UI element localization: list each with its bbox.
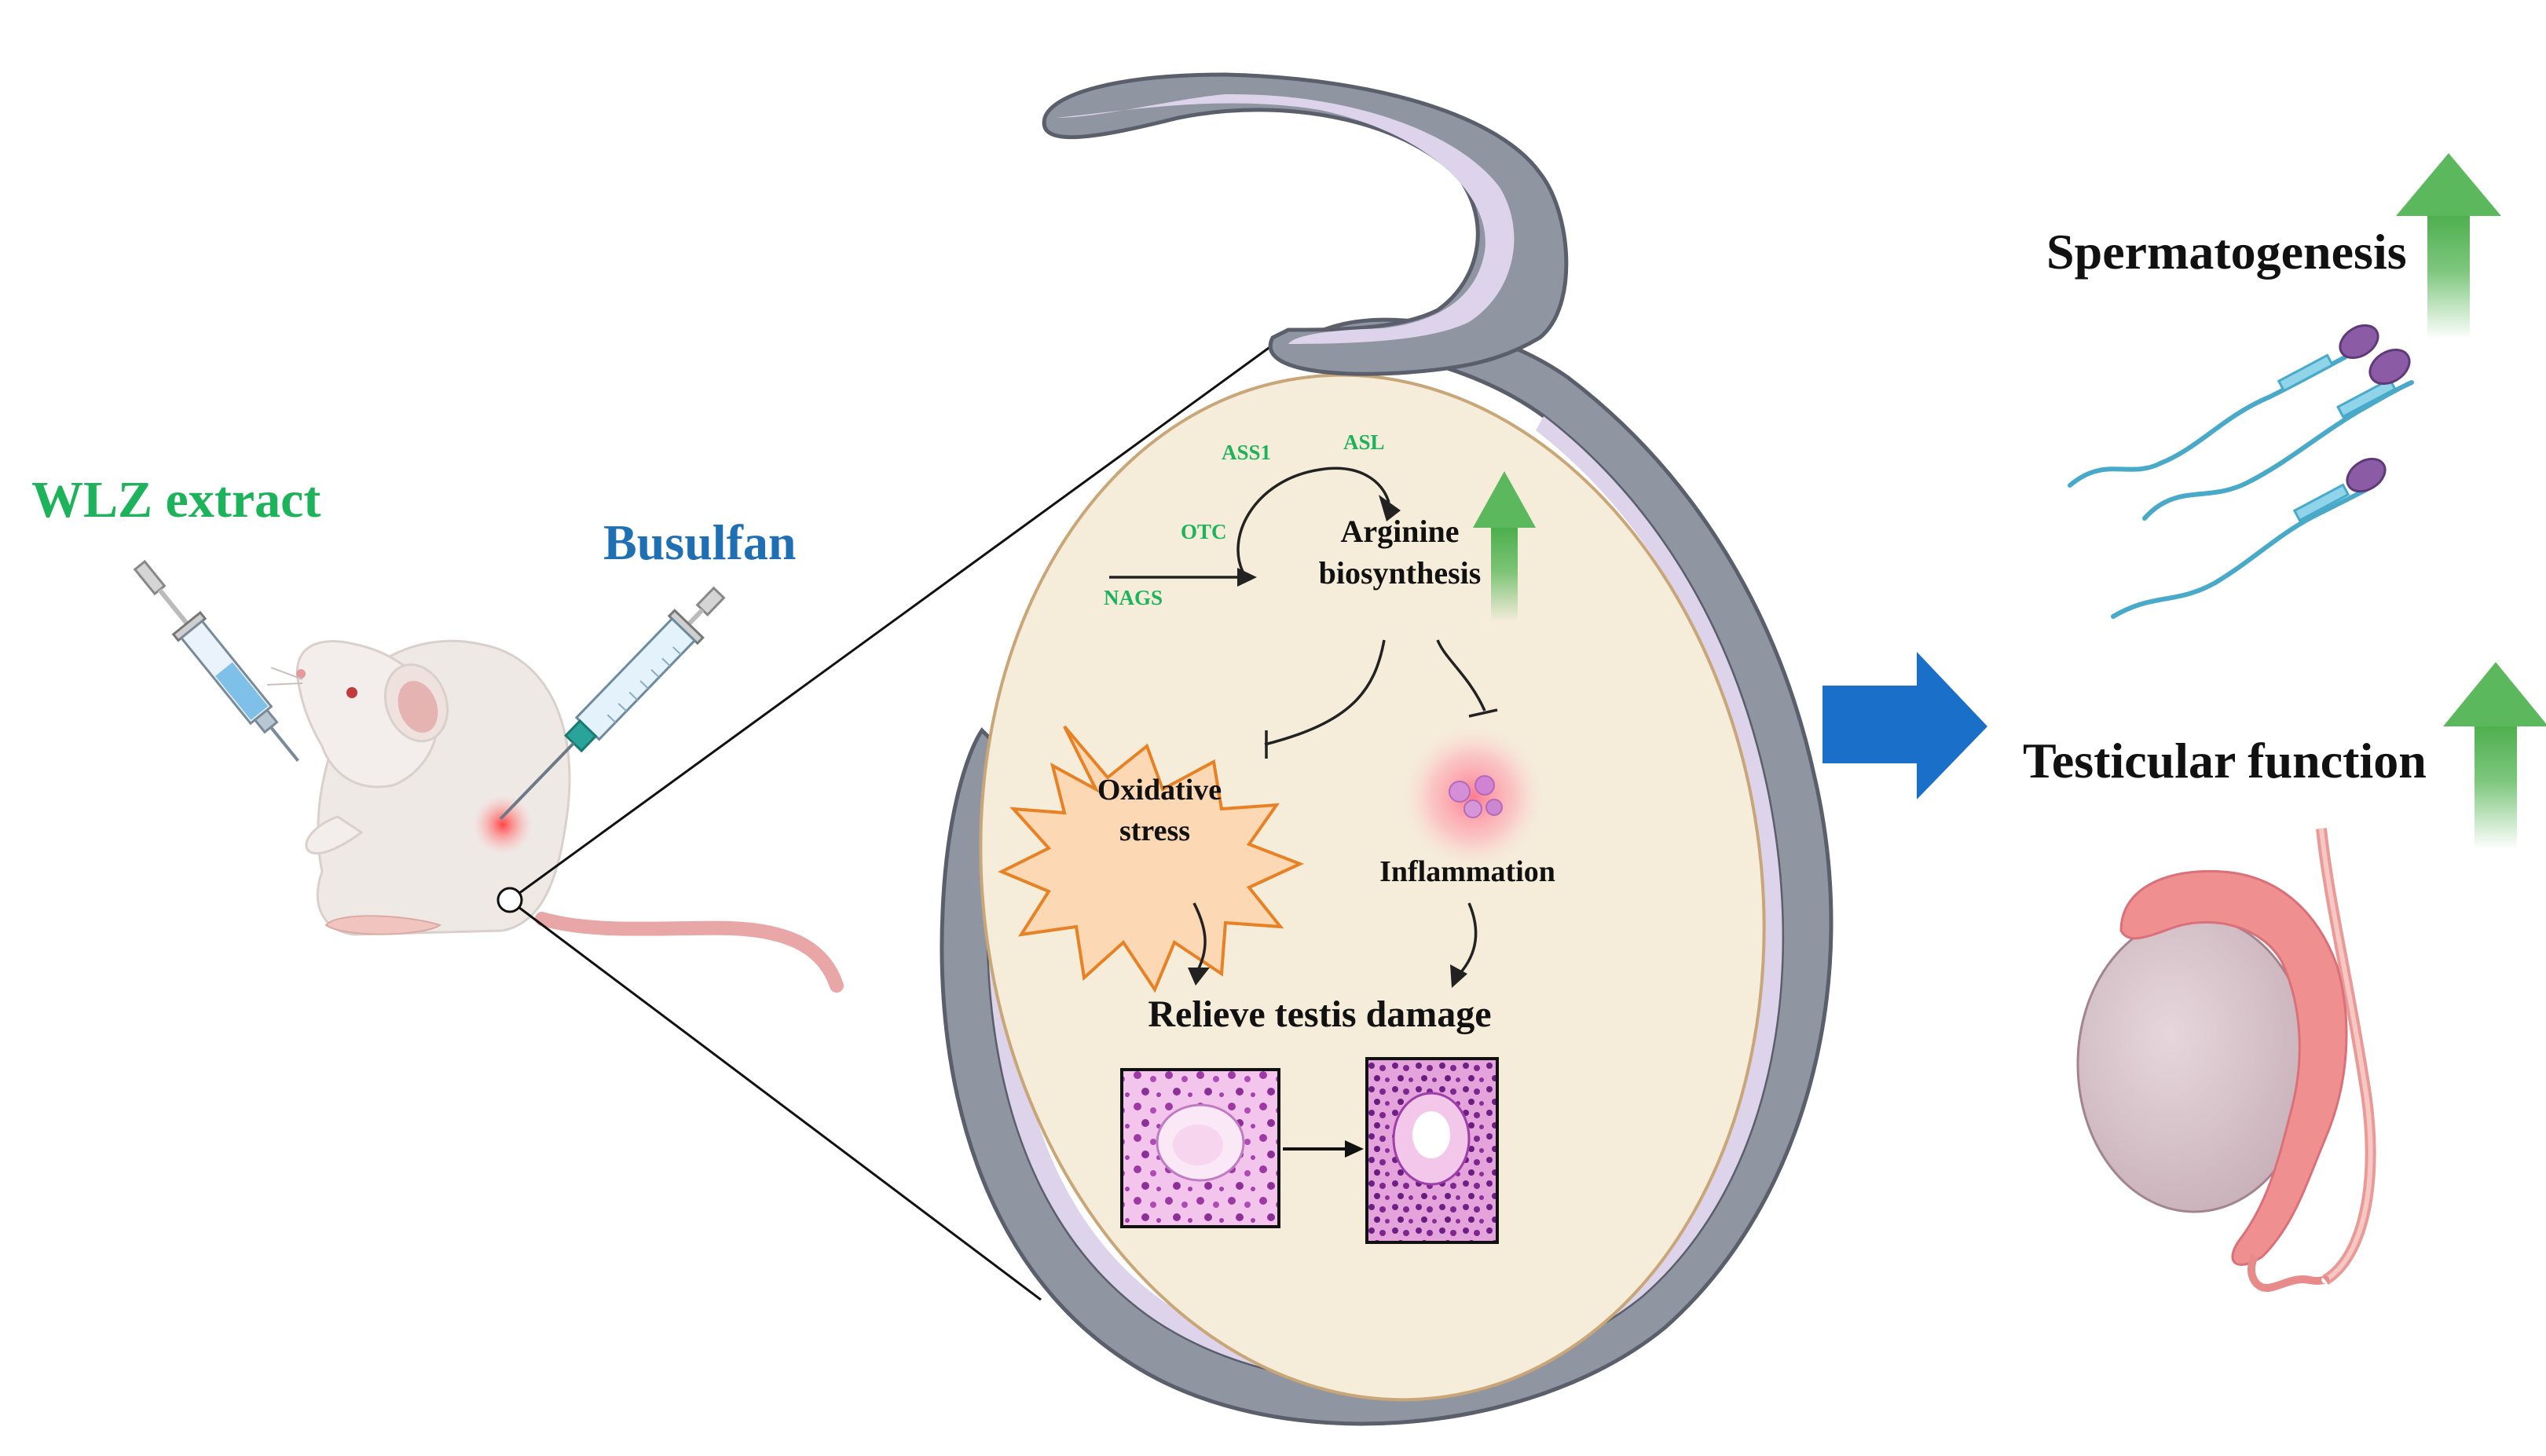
- inhibition-lines: [1264, 639, 1498, 759]
- spermatogenesis-up-arrow-icon: [2396, 153, 2501, 216]
- arginine-up-arrow-shaft: [1491, 528, 1518, 622]
- enzyme-asl-label: ASL: [1343, 430, 1385, 454]
- inflammation-label: Inflammation: [1379, 855, 1555, 888]
- arginine-up-arrow-icon: [1473, 471, 1536, 528]
- histology-after-image: [1365, 1057, 1499, 1244]
- mouse-illustration: [266, 639, 844, 993]
- busulfan-label: Busulfan: [603, 514, 796, 570]
- arginine-label-line1: Arginine: [1340, 514, 1459, 549]
- down-arrows: [1192, 902, 1478, 975]
- zoom-line-top: [518, 342, 1275, 895]
- testicular-up-arrow-icon: [2443, 662, 2546, 726]
- busulfan-syringe-icon: [499, 586, 726, 821]
- zoom-origin-marker: [496, 887, 523, 913]
- zoom-line-bottom: [518, 905, 1042, 1301]
- down-arrowhead-right: [1450, 964, 1467, 988]
- oxidative-label-line2: stress: [1119, 814, 1190, 847]
- testicular-up-arrow-shaft: [2475, 724, 2517, 850]
- enzyme-nags-label: NAGS: [1104, 586, 1163, 609]
- inflammation-cells-icon: [1402, 726, 1544, 868]
- relieve-label: Relieve testis damage: [1148, 993, 1491, 1035]
- spermatogenesis-label: Spermatogenesis: [2046, 224, 2407, 280]
- enzyme-otc-label: OTC: [1181, 520, 1227, 543]
- arginine-pathway-arrows: [1109, 466, 1390, 579]
- oxidative-stress-starburst: [998, 725, 1305, 993]
- enzyme-ass1-label: ASS1: [1222, 441, 1271, 464]
- spermatogenesis-up-arrow-shaft: [2427, 214, 2470, 339]
- wlz-extract-label: WLZ extract: [31, 471, 321, 529]
- histology-arrowhead: [1345, 1140, 1364, 1158]
- result-arrow-icon: [1822, 652, 1987, 799]
- pathway-arrowhead-nags: [1237, 568, 1257, 587]
- testis-organ-icon: [2076, 828, 2376, 1293]
- histology-before-image: [1120, 1068, 1280, 1228]
- down-arrowhead-left: [1188, 968, 1210, 986]
- testis-cross-section: [940, 72, 1833, 1426]
- arginine-label-line2: biosynthesis: [1319, 555, 1482, 591]
- testicular-function-label: Testicular function: [2023, 733, 2427, 788]
- pathway-arrowhead-asl: [1379, 495, 1401, 521]
- sperm-cells-icon: [2068, 324, 2414, 619]
- oxidative-label-line1: Oxidative: [1097, 774, 1222, 807]
- wlz-syringe-icon: [133, 559, 299, 762]
